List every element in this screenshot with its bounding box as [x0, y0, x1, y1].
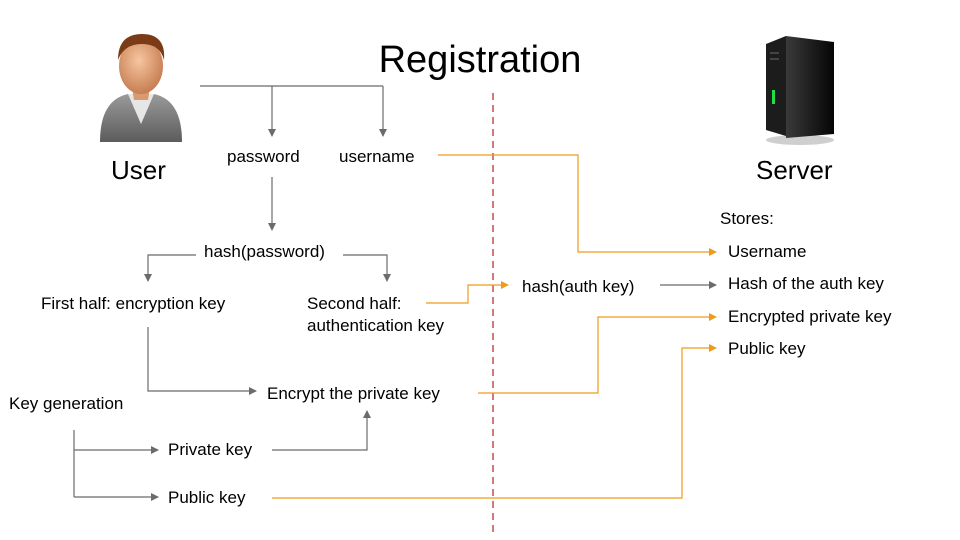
page-title: Registration: [378, 39, 582, 81]
server-label: Server: [756, 155, 833, 185]
stored-auth-hash: Hash of the auth key: [728, 274, 884, 293]
auth-key-node-line2: authentication key: [307, 316, 445, 335]
key-generation-node: Key generation: [9, 394, 124, 413]
arrow-public-to-store: [272, 344, 717, 499]
public-key-node: Public key: [168, 488, 246, 507]
password-node: password: [227, 147, 300, 166]
stored-username: Username: [728, 242, 807, 261]
arrow-username-to-store: [438, 154, 717, 256]
arrow-authkey-to-hash: [426, 281, 509, 304]
encryption-key-node: First half: encryption key: [41, 294, 226, 313]
private-key-node: Private key: [168, 440, 253, 459]
server-tower-icon: [766, 36, 834, 145]
auth-key-node-line1: Second half:: [307, 294, 402, 313]
encrypt-private-key-node: Encrypt the private key: [267, 384, 440, 403]
username-node: username: [339, 147, 415, 166]
arrow-hash-to-first-half: [144, 254, 196, 282]
stores-heading: Stores:: [720, 209, 774, 228]
arrow-private-to-encrypt: [272, 410, 371, 451]
hash-password-node: hash(password): [204, 242, 325, 261]
arrow-hash-to-second-half: [343, 254, 391, 282]
arrow-encrypted-to-store: [478, 313, 717, 394]
user-label: User: [111, 155, 166, 185]
stored-encrypted-private-key: Encrypted private key: [728, 307, 892, 326]
arrow-first-half-to-encrypt: [147, 327, 257, 395]
user-avatar-icon: [100, 34, 182, 142]
hash-auth-key-node: hash(auth key): [522, 277, 635, 296]
stored-public-key: Public key: [728, 339, 806, 358]
